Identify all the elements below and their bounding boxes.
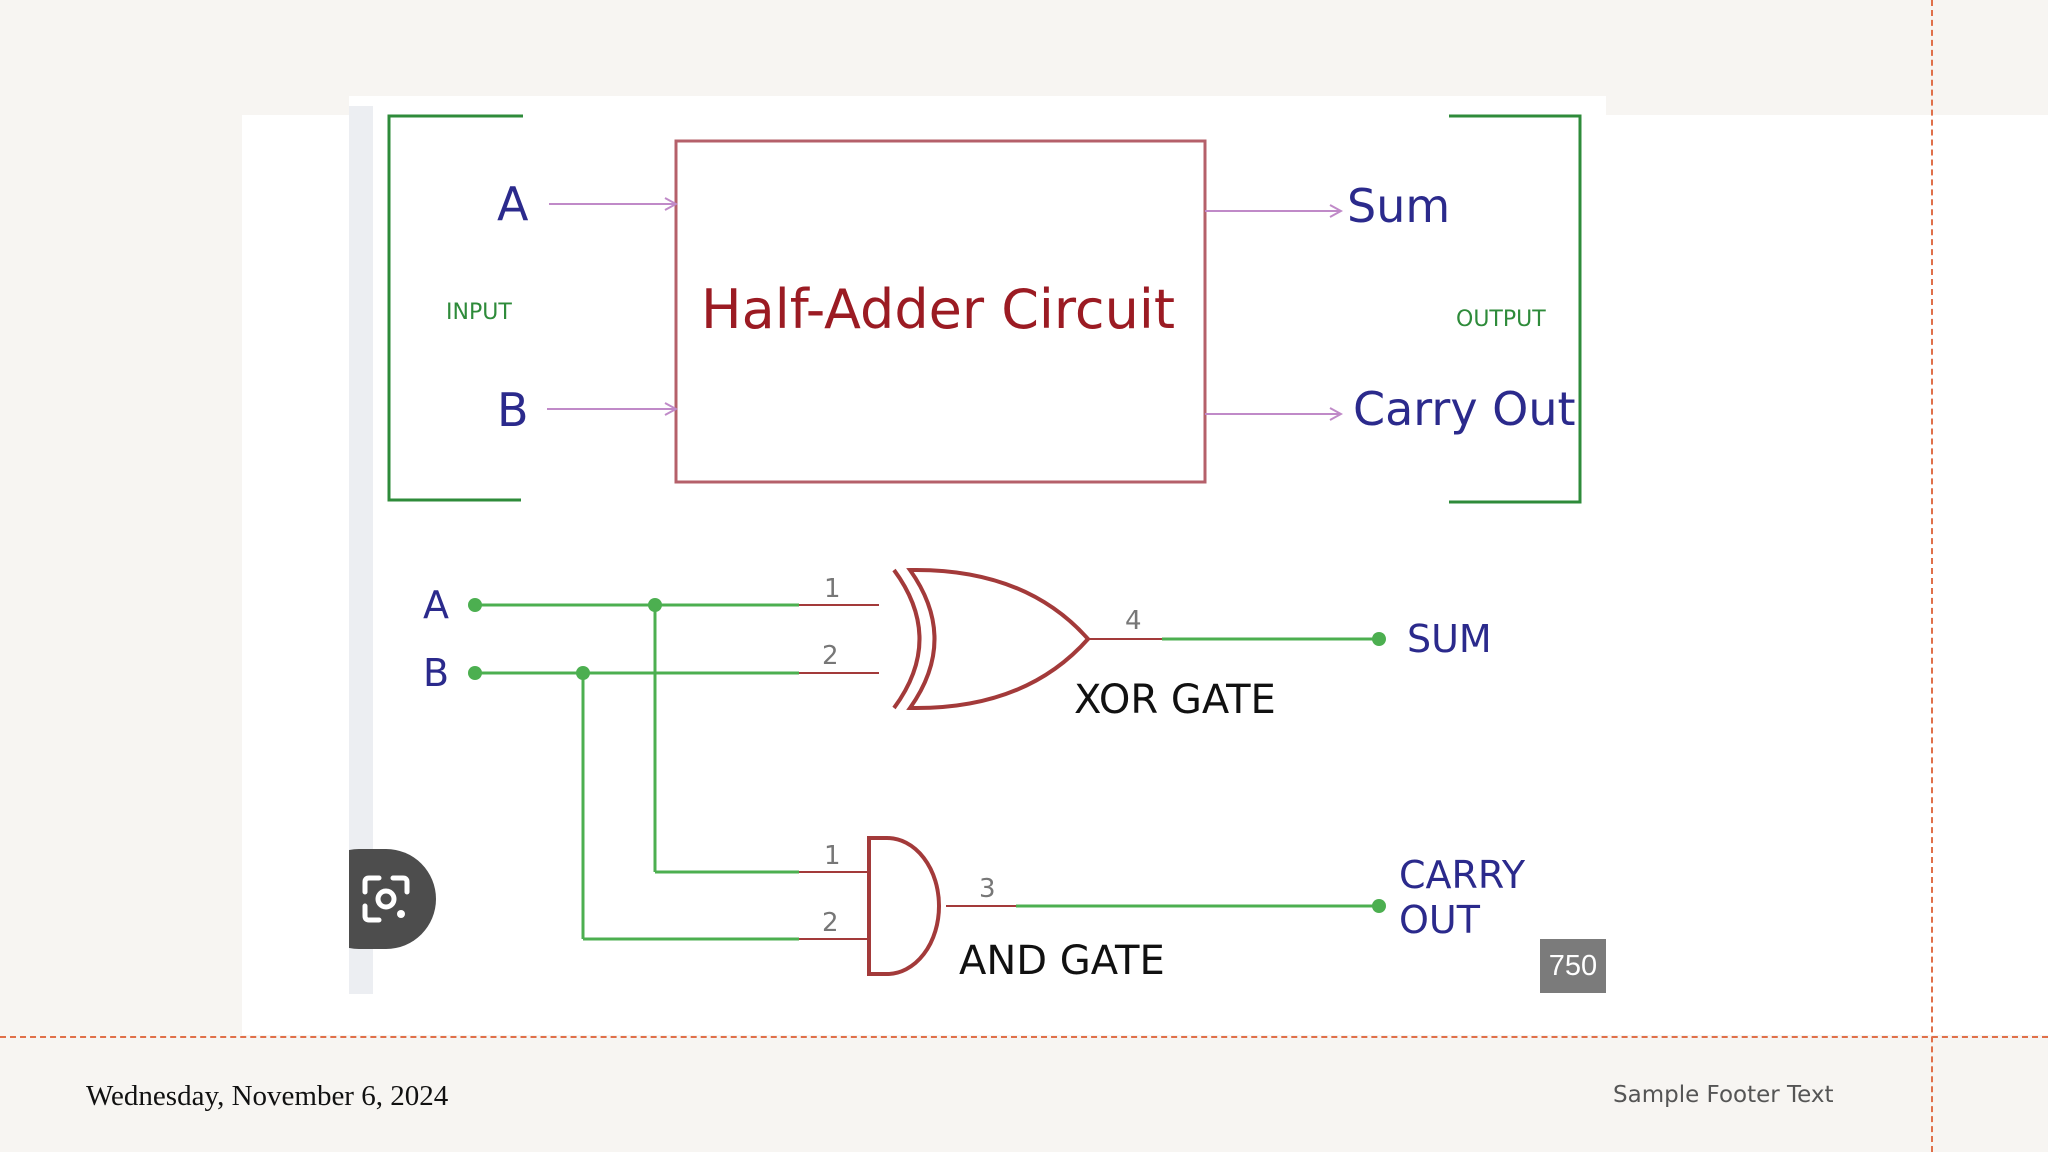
vertical-guide-line: [1931, 0, 1933, 1152]
xor-gate-label: XOR GATE: [1074, 677, 1276, 723]
input-a-terminal: [468, 598, 482, 612]
block-title: Half-Adder Circuit: [701, 278, 1175, 341]
input-bracket: [387, 114, 523, 502]
sum-terminal: [1372, 632, 1386, 646]
carry-label-line2: OUT: [1399, 898, 1481, 942]
sum-label: SUM: [1407, 617, 1492, 661]
block-output-carry: Carry Out: [1353, 382, 1576, 436]
half-adder-box: [674, 139, 1207, 484]
image-search-button[interactable]: [349, 849, 436, 949]
carry-terminal: [1372, 899, 1386, 913]
and-gate-label: AND GATE: [959, 938, 1165, 984]
block-output-sum: Sum: [1347, 179, 1450, 233]
block-input-b: B: [497, 383, 529, 437]
input-label: INPUT: [446, 300, 512, 325]
and-pin-out: 3: [979, 874, 996, 904]
footer-text: Sample Footer Text: [1613, 1082, 1834, 1108]
output-bracket: [1449, 114, 1582, 504]
pin-stubs: [799, 604, 1162, 940]
input-b-terminal: [468, 666, 482, 680]
image-size-badge: 750: [1540, 939, 1606, 993]
half-adder-image[interactable]: A B INPUT OUTPUT Half-Adder Circuit Sum …: [349, 96, 1606, 994]
and-pin-1: 1: [824, 841, 841, 871]
carry-label-line1: CARRY: [1399, 853, 1526, 897]
and-pin-2: 2: [822, 908, 839, 938]
camera-lens-icon: [362, 875, 410, 923]
gate-input-b: B: [423, 651, 449, 695]
gate-input-a: A: [423, 583, 449, 627]
xor-pin-out: 4: [1125, 606, 1142, 636]
footer-date: Wednesday, November 6, 2024: [86, 1080, 449, 1112]
horizontal-guide-line: [0, 1036, 2048, 1038]
image-left-strip: [349, 106, 373, 994]
wire-dots: [468, 598, 1386, 913]
half-adder-diagram: A B INPUT OUTPUT Half-Adder Circuit Sum …: [387, 114, 1582, 984]
junction-b: [576, 666, 590, 680]
xor-gate: [892, 567, 1091, 711]
xor-pin-2: 2: [822, 641, 839, 671]
output-label: OUTPUT: [1456, 307, 1546, 332]
block-input-a: A: [497, 177, 529, 231]
xor-pin-1: 1: [824, 574, 841, 604]
junction-a: [648, 598, 662, 612]
wires: [475, 603, 1379, 941]
and-gate: [867, 836, 941, 976]
